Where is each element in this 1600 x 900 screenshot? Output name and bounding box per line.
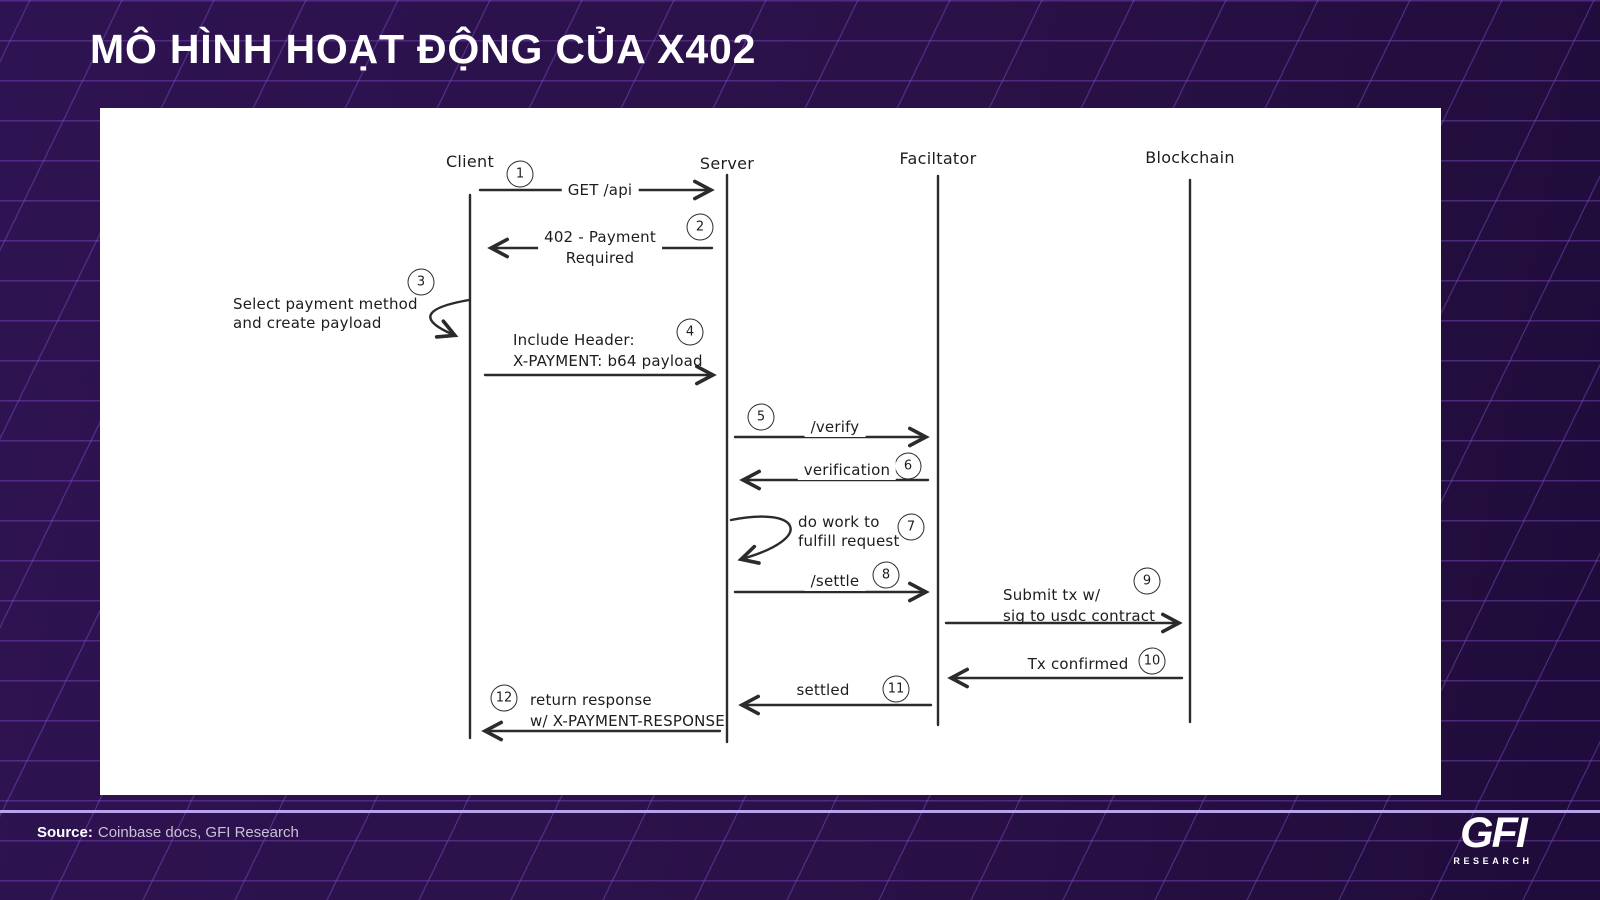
page-title: MÔ HÌNH HOẠT ĐỘNG CỦA X402 (90, 26, 757, 72)
step-number-badge: 9 (1133, 567, 1161, 595)
step-number-badge: 10 (1138, 647, 1166, 675)
step-number-badge: 4 (676, 318, 704, 346)
source-label: Source: (37, 824, 93, 841)
sequence-diagram-lines (429, 173, 1192, 744)
message-label-line: 402 - Payment (544, 228, 656, 246)
message-label: return response w/ X-PAYMENT-RESPONSE (530, 690, 725, 732)
message-label-line: Select payment method (233, 295, 418, 313)
step-number-badge: 3 (407, 268, 435, 296)
actor-client: Client (445, 152, 495, 171)
message-label: 402 - Payment Required (538, 226, 662, 270)
source-text: Coinbase docs, GFI Research (97, 824, 299, 841)
message-label: /verify (804, 417, 866, 437)
step-number-badge: 6 (894, 452, 922, 480)
step-number-badge: 8 (872, 561, 900, 589)
message-label-line: X-PAYMENT: b64 payload (513, 352, 703, 370)
message-label: Submit tx w/ sig to usdc contract (1003, 585, 1155, 627)
message-label-line: do work to (798, 513, 880, 531)
message-label-line: and create payload (233, 314, 382, 332)
message-label: /settle (804, 571, 866, 591)
message-label-line: sig to usdc contract (1003, 607, 1156, 625)
source-note: Source:Coinbase docs, GFI Research (37, 824, 299, 841)
message-label: GET /api (561, 180, 639, 200)
message-label-line: return response (530, 691, 652, 709)
message-label-line: Include Header: (513, 331, 635, 349)
step-number-badge: 11 (882, 675, 910, 703)
message-label: Tx confirmed (1021, 654, 1135, 674)
step-number-badge: 2 (686, 213, 714, 241)
message-label-line: Submit tx w/ (1003, 586, 1101, 604)
actor-blockchain: Blockchain (1145, 148, 1235, 167)
message-label-line: w/ X-PAYMENT-RESPONSE (530, 712, 725, 730)
step-number-badge: 1 (506, 160, 534, 188)
message-label: settled (790, 680, 856, 700)
footer-divider (0, 810, 1600, 813)
logo-wordmark: GFI (1460, 809, 1528, 857)
step-number-badge: 12 (490, 684, 518, 712)
message-label-line: Required (565, 249, 635, 267)
message-label: Select payment method and create payload (233, 295, 418, 333)
message-label: Include Header: X-PAYMENT: b64 payload (513, 330, 703, 372)
actor-facilitator: Faciltator (899, 149, 977, 168)
message-label: do work to fulfill request (798, 513, 900, 551)
step-number-badge: 5 (747, 403, 775, 431)
actor-server: Server (699, 154, 755, 173)
logo-subtitle: RESEARCH (1453, 856, 1533, 866)
gfi-research-logo: GFI RESEARCH (1452, 810, 1534, 866)
diagram-panel: Client Server Faciltator Blockchain 1 2 … (100, 108, 1441, 795)
message-label-line: fulfill request (798, 532, 900, 550)
message-label: verification (797, 460, 897, 480)
step-number-badge: 7 (897, 513, 925, 541)
